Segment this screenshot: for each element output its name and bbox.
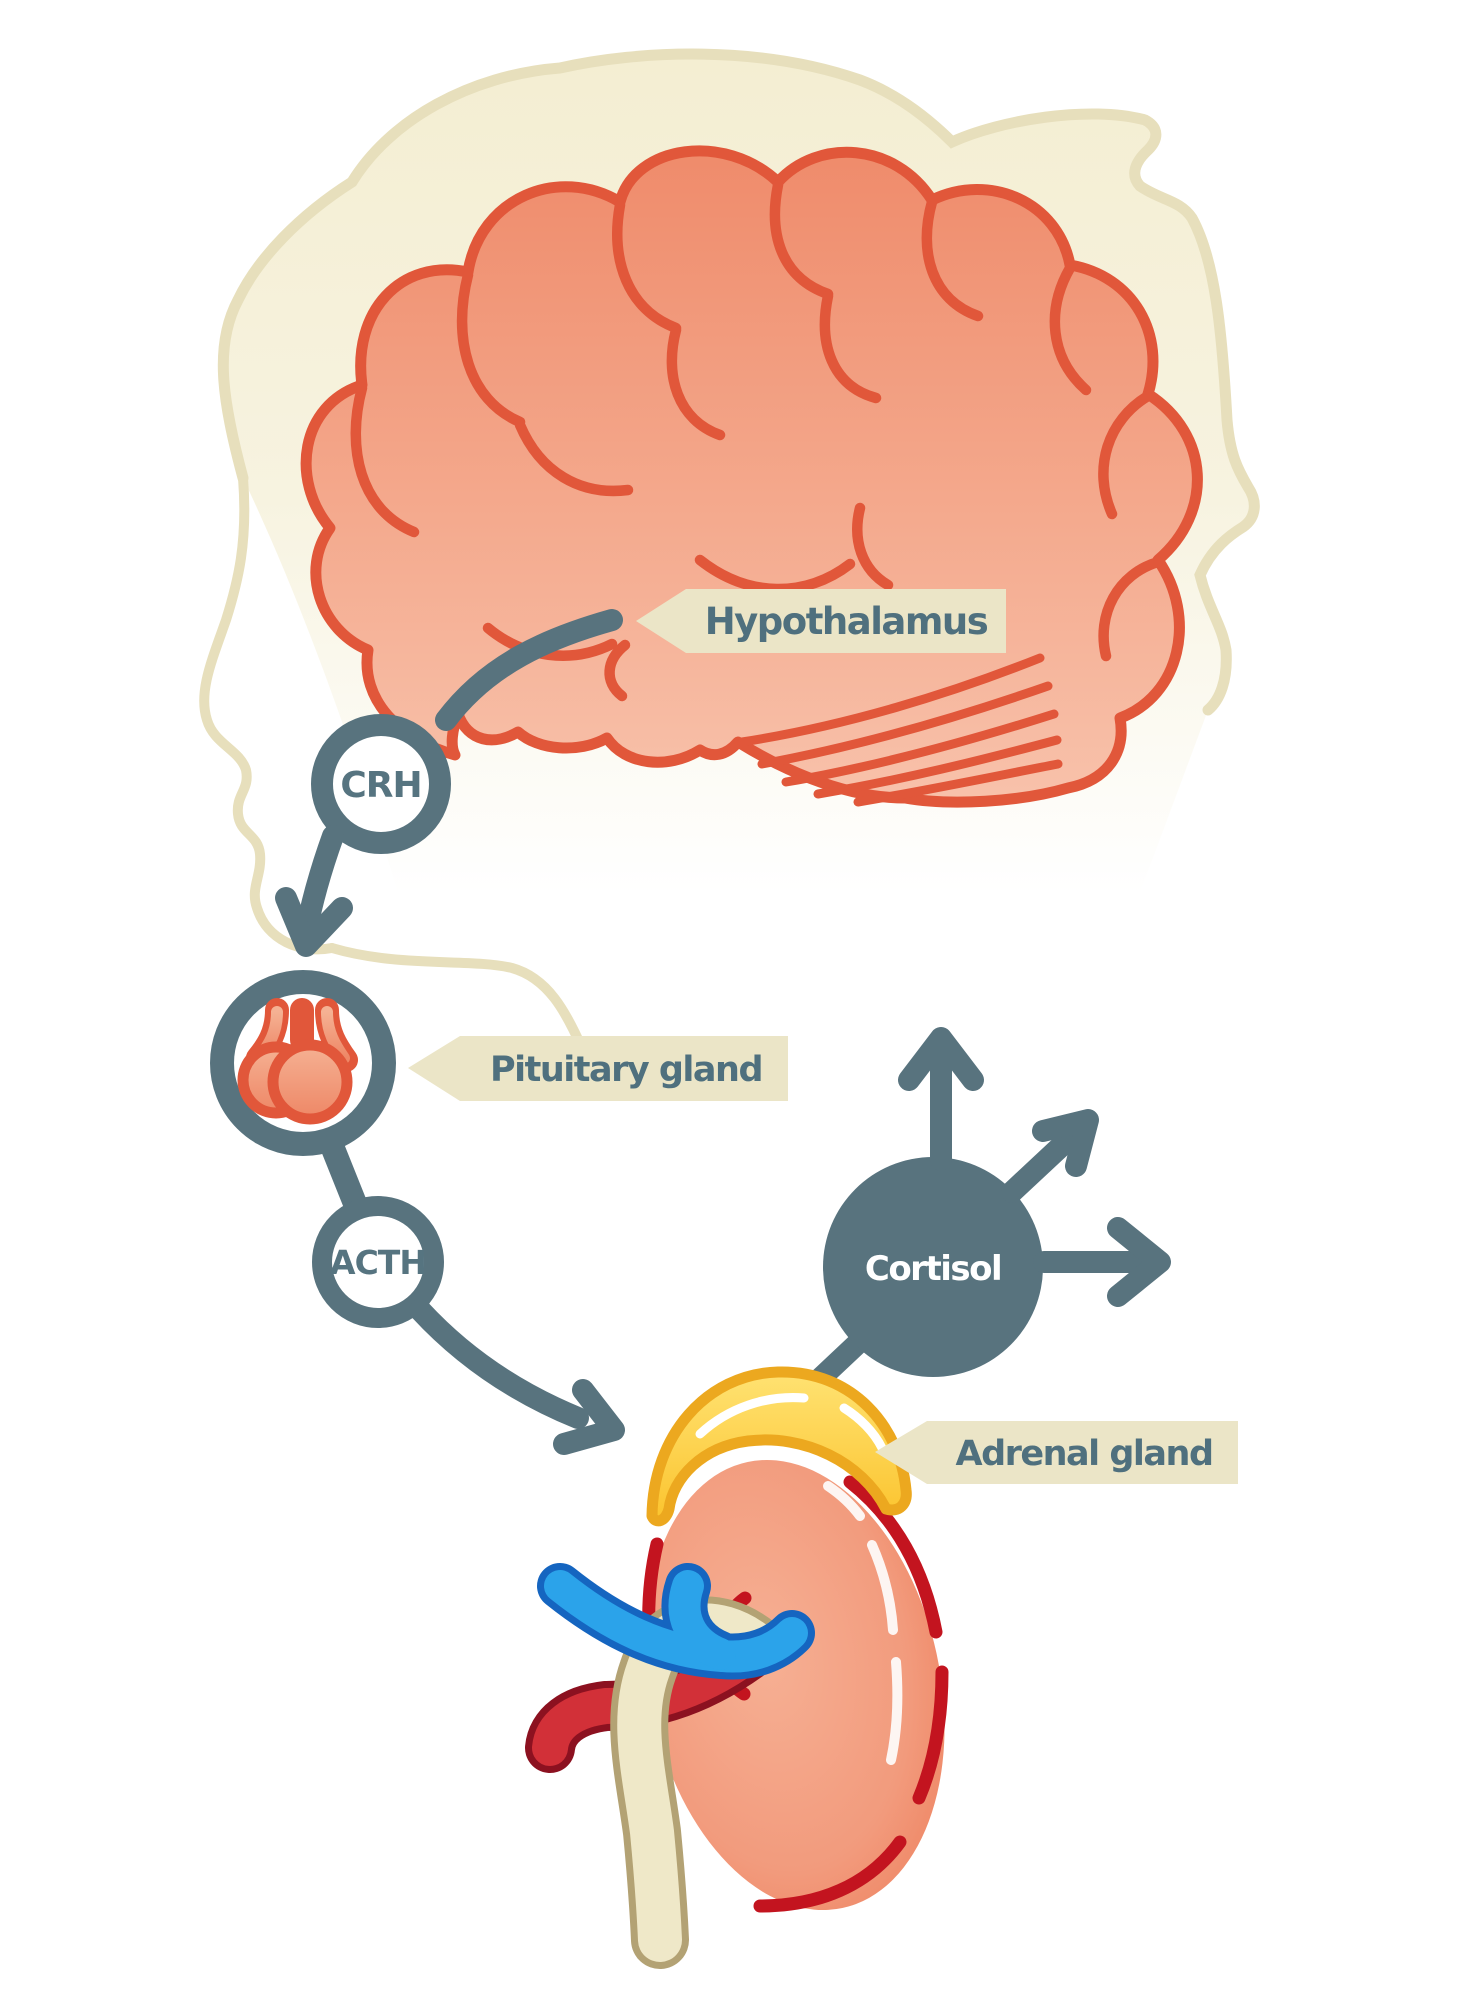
face-profile-line: [199, 473, 337, 955]
arrow-shaft: [296, 825, 344, 939]
arrow-head-icon: [1032, 1109, 1099, 1177]
acth-to-adrenal-arrow: [409, 1299, 625, 1455]
arrow-shaft: [1001, 1125, 1083, 1203]
kidney-body: [645, 1459, 945, 1911]
arrow-head-icon: [898, 1027, 984, 1091]
hypothalamus-pointer-line: [435, 609, 623, 731]
crh-node: CRH: [311, 714, 451, 854]
hypothalamus-banner: Hypothalamus: [636, 589, 1006, 653]
cortisol-arrow-up: [898, 1027, 984, 1171]
arrow-head-icon: [553, 1379, 625, 1455]
arrow-head-icon: [1107, 1217, 1171, 1307]
crh-label: CRH: [340, 765, 421, 806]
cerebellum-ridges: [737, 653, 1063, 807]
pituitary-banner: Pituitary gland: [408, 1036, 788, 1101]
kidney-illustration: [525, 1366, 949, 1969]
brain-gyri: [350, 179, 1164, 702]
acth-circle: [312, 1196, 444, 1328]
acth-node: ACTH: [312, 1196, 444, 1328]
pituitary-to-acth-connector: [320, 1134, 368, 1218]
cortisol-node: Cortisol: [823, 1157, 1043, 1377]
cortisol-arrow-diagonal: [1001, 1109, 1099, 1203]
hypothalamus-banner-shape: [636, 589, 1006, 653]
pituitary-gland-icon: [237, 998, 358, 1125]
cortisol-arrow-right: [1033, 1217, 1171, 1307]
hypothalamus-label: Hypothalamus: [705, 600, 988, 643]
kidney-highlights: [823, 1481, 903, 1765]
arrow-shaft: [409, 1299, 589, 1429]
renal-artery: [525, 1631, 773, 1773]
adrenal-gland-icon: [646, 1366, 912, 1527]
cortisol-label: Cortisol: [865, 1249, 1001, 1289]
adrenal-banner: Adrenal gland: [875, 1421, 1238, 1484]
renal-vein: [537, 1563, 815, 1680]
acth-label: ACTH: [330, 1243, 426, 1282]
adrenal-cap-highlights: [695, 1393, 887, 1453]
cortisol-circle: [823, 1157, 1043, 1377]
pituitary-node: [210, 970, 396, 1156]
neck-line: [327, 943, 587, 1053]
adrenal-banner-shape: [875, 1421, 1238, 1484]
hair-outline: [217, 48, 1260, 716]
crh-circle: [311, 714, 451, 854]
pituitary-label: Pituitary gland: [490, 1050, 762, 1090]
arrow-head-icon: [275, 887, 353, 957]
adrenal-label: Adrenal gland: [956, 1434, 1213, 1474]
crh-to-pituitary-arrow: [275, 825, 353, 957]
pituitary-banner-shape: [408, 1036, 788, 1101]
